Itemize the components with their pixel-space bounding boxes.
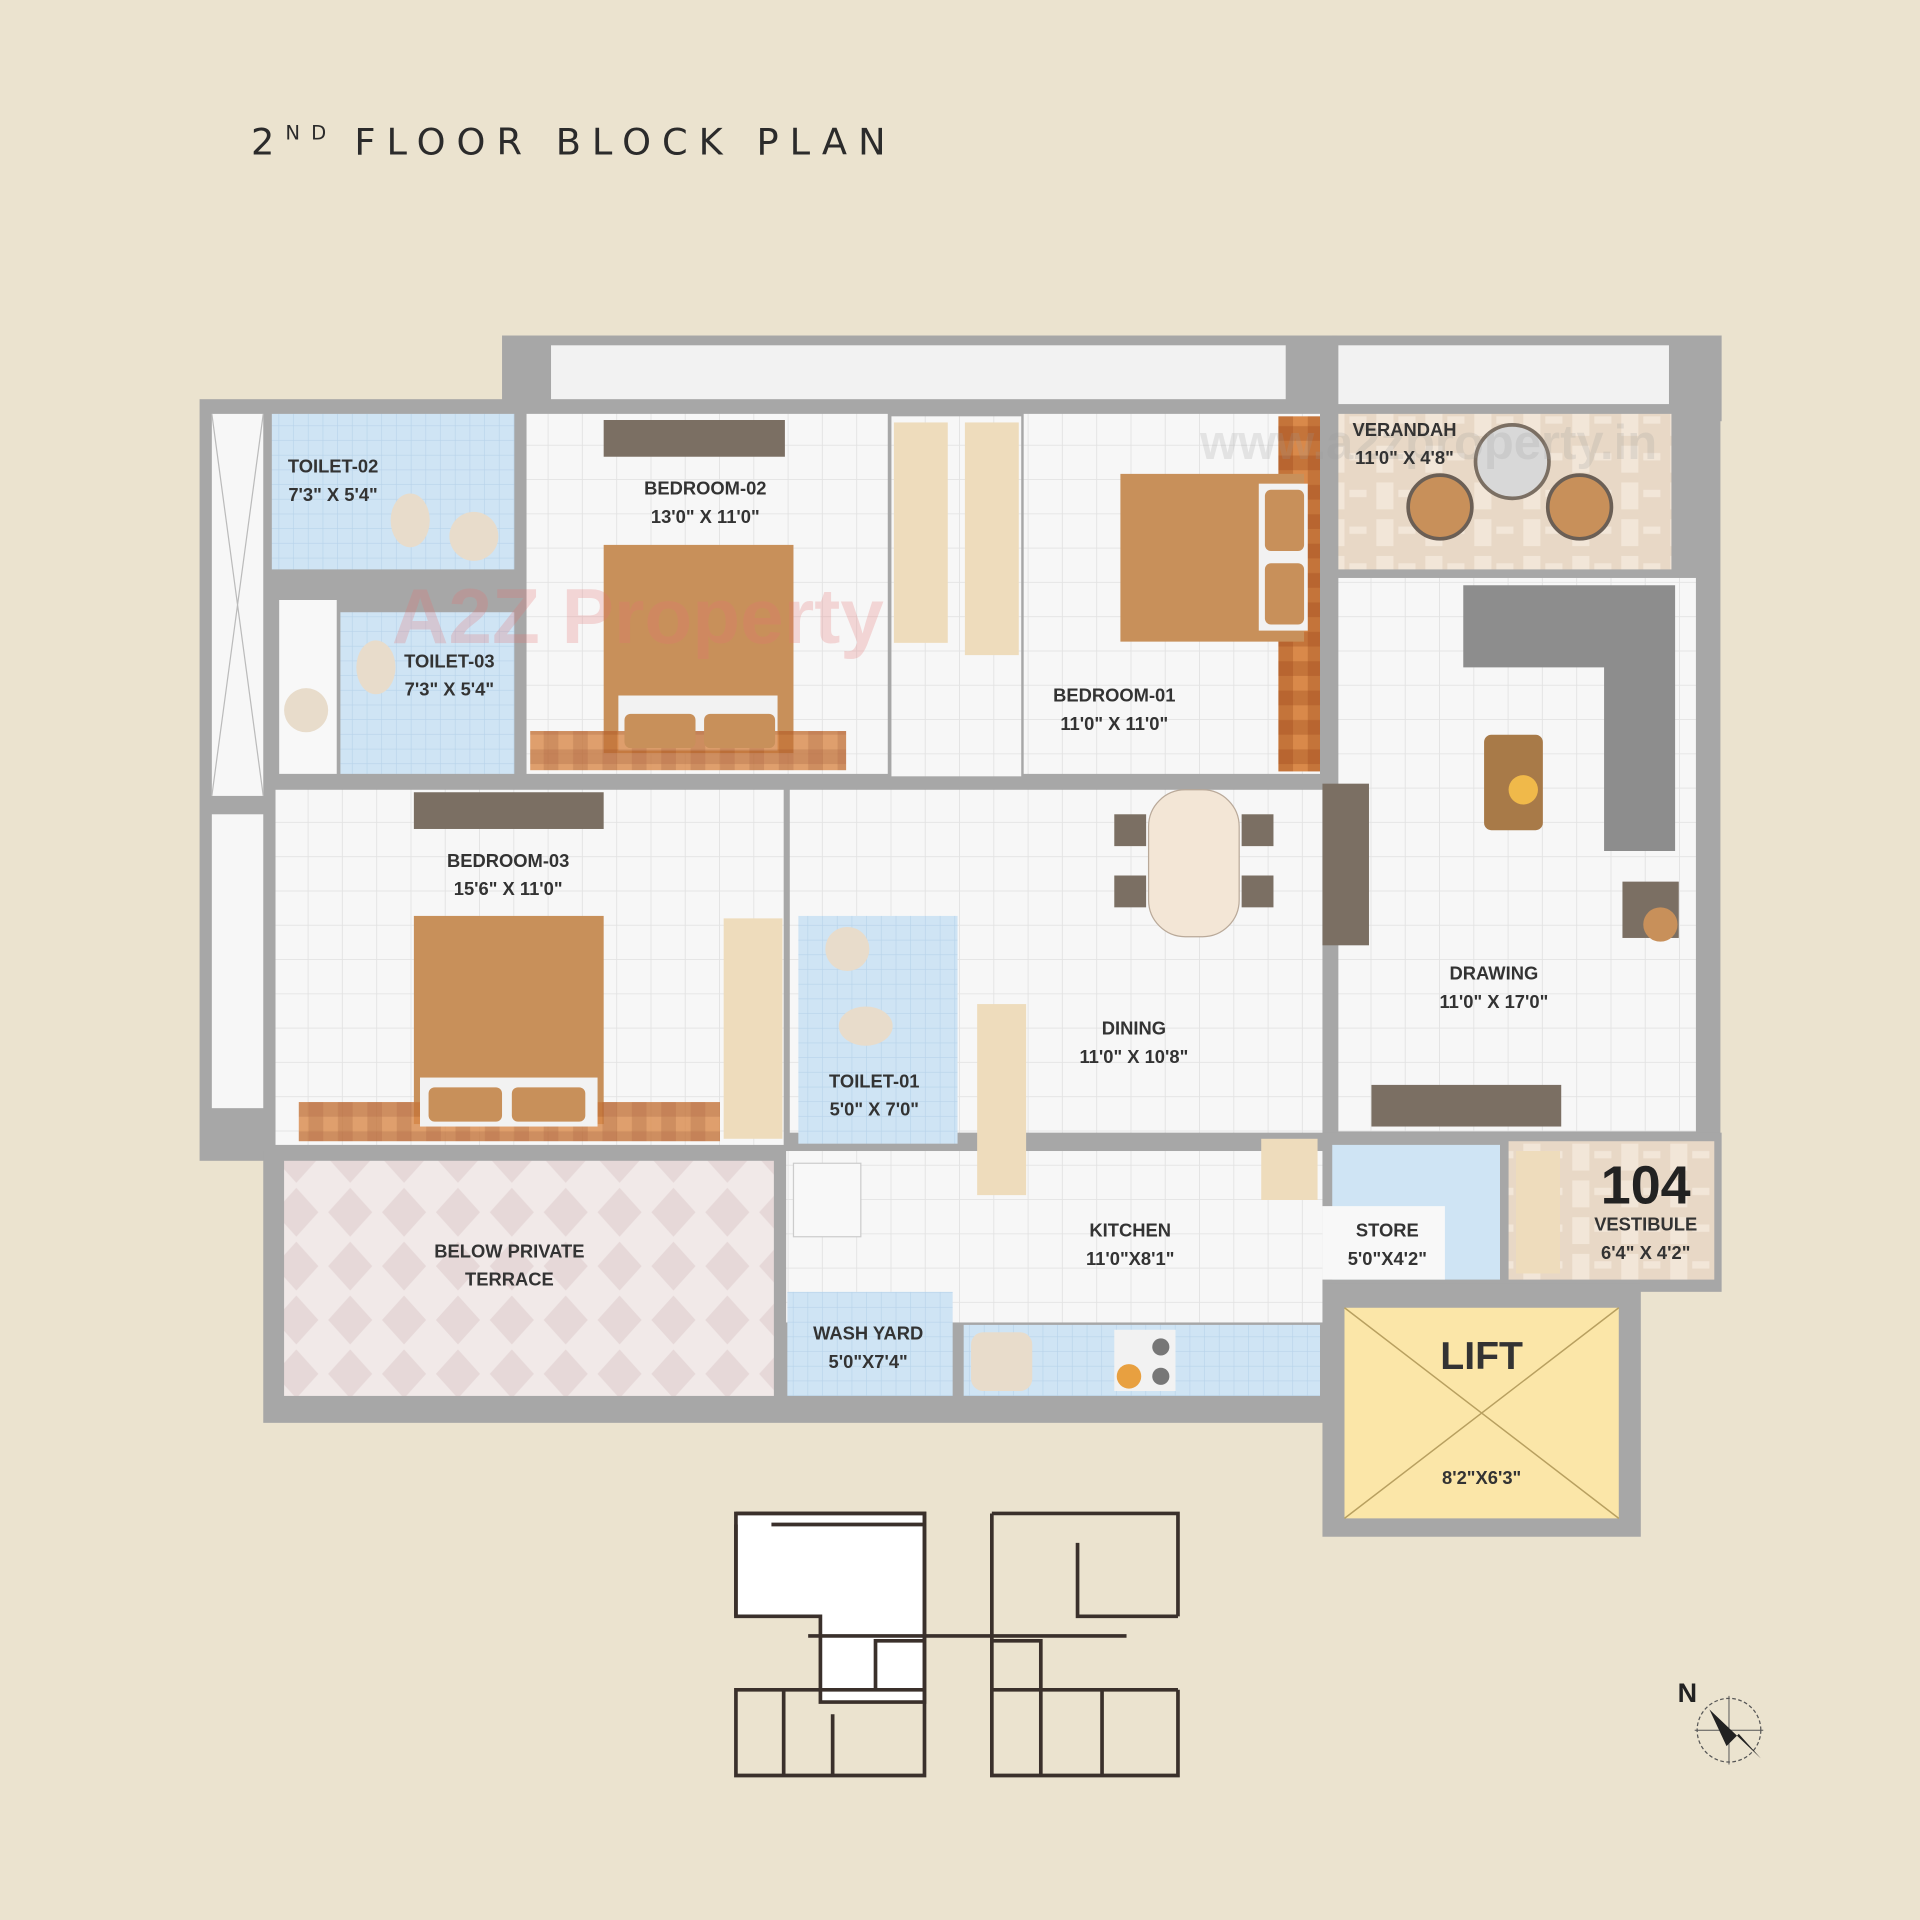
- room-labels: TOILET-02 7'3" X 5'4" TOILET-03 7'3" X 5…: [288, 419, 1697, 1488]
- wc-icon: [356, 640, 396, 695]
- tv-unit: [603, 420, 785, 457]
- window-left-lower: [211, 814, 264, 1109]
- label-toilet-03: TOILET-03: [404, 650, 494, 671]
- sofa-icon: [1463, 585, 1676, 852]
- size-lift: 8'2"X6'3": [1442, 1467, 1521, 1488]
- shoe-rack: [1515, 1151, 1560, 1274]
- basin-icon: [449, 511, 499, 561]
- furniture: [284, 420, 1679, 1392]
- watermark: A2Z Property: [392, 572, 884, 660]
- passage: [279, 600, 337, 774]
- size-toilet-03: 7'3" X 5'4": [405, 679, 494, 700]
- size-store: 5'0"X4'2": [1348, 1248, 1427, 1269]
- size-toilet-02: 7'3" X 5'4": [288, 484, 377, 505]
- label-bedroom-01: BEDROOM-01: [1053, 685, 1175, 706]
- wc-icon: [838, 1006, 893, 1046]
- label-vestibule: VESTIBULE: [1594, 1214, 1697, 1235]
- label-bedroom-03: BEDROOM-03: [447, 850, 569, 871]
- size-bedroom-01: 11'0" X 11'0": [1060, 713, 1168, 734]
- label-lift: LIFT: [1440, 1335, 1523, 1378]
- room-terrace: [284, 1160, 774, 1396]
- tv-unit: [1371, 1084, 1562, 1127]
- room-toilet-03: [340, 612, 515, 774]
- label-terrace-2: TERRACE: [465, 1269, 554, 1290]
- label-bedroom-02: BEDROOM-02: [644, 478, 766, 499]
- label-wash-yard: WASH YARD: [813, 1323, 923, 1344]
- unit-number: 104: [1601, 1156, 1691, 1216]
- label-store: STORE: [1356, 1220, 1419, 1241]
- label-toilet-01: TOILET-01: [829, 1070, 919, 1091]
- label-toilet-02: TOILET-02: [288, 456, 378, 477]
- partition-unit: [1322, 783, 1369, 946]
- size-kitchen: 11'0"X8'1": [1086, 1248, 1174, 1269]
- dining-table-icon: [1147, 789, 1240, 938]
- key-plan-highlight-unit: [734, 1511, 927, 1704]
- wardrobe: [723, 918, 783, 1139]
- basin-icon: [825, 926, 870, 972]
- size-bedroom-03: 15'6" X 11'0": [454, 878, 563, 899]
- label-terrace: BELOW PRIVATE: [434, 1241, 584, 1262]
- key-plan: [734, 1511, 1180, 1778]
- size-bedroom-02: 13'0" X 11'0": [651, 506, 760, 527]
- size-dining: 11'0" X 10'8": [1079, 1046, 1188, 1067]
- compass-icon: N: [1678, 1678, 1764, 1765]
- wardrobe: [964, 422, 1019, 656]
- basin-icon: [284, 688, 329, 733]
- size-drawing: 11'0" X 17'0": [1439, 991, 1548, 1012]
- sink-icon: [971, 1332, 1033, 1392]
- wardrobe: [893, 422, 948, 643]
- label-verandah: VERANDAH: [1352, 419, 1456, 440]
- balcony-top: [551, 345, 1286, 400]
- size-vestibule: 6'4" X 4'2": [1601, 1242, 1690, 1263]
- compass-north-label: N: [1678, 1678, 1697, 1708]
- wc-icon: [390, 493, 430, 548]
- verandah-table: [1473, 423, 1551, 501]
- size-wash-yard: 5'0"X7'4": [829, 1351, 908, 1372]
- wardrobe: [977, 1004, 1027, 1196]
- size-verandah: 11'0" X 4'8": [1355, 447, 1454, 468]
- label-dining: DINING: [1102, 1018, 1166, 1039]
- label-kitchen: KITCHEN: [1089, 1220, 1171, 1241]
- tv-unit: [413, 792, 604, 829]
- size-toilet-01: 5'0" X 7'0": [830, 1099, 919, 1120]
- room-wash-yard: [787, 1291, 953, 1396]
- label-drawing: DRAWING: [1450, 963, 1539, 984]
- watermark-url: www.a2zproperty.in: [1199, 416, 1657, 470]
- balcony-verandah: [1338, 345, 1669, 405]
